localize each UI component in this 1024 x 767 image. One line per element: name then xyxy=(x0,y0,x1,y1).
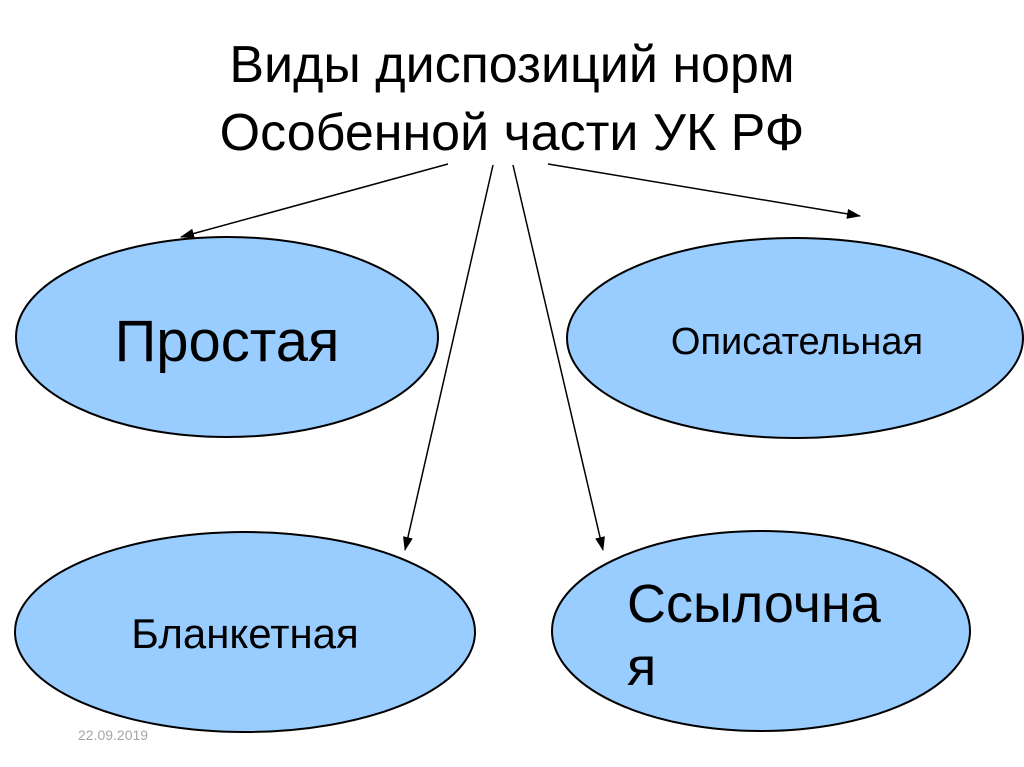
node-reference-label-line-1: Ссылочна xyxy=(627,574,882,634)
node-blanket-label: Бланкетная xyxy=(131,610,359,657)
node-simple-shape xyxy=(15,236,439,438)
node-reference-label-line-2: я xyxy=(627,637,656,697)
node-blanket-shape xyxy=(14,531,476,733)
node-descriptive: Описательная xyxy=(566,237,1024,439)
arrow-to-blanket xyxy=(403,164,494,551)
node-reference: Ссылочна я xyxy=(551,530,971,732)
node-descriptive-shape xyxy=(566,237,1024,439)
node-reference-shape xyxy=(551,530,971,732)
node-simple-label: Простая xyxy=(115,309,340,374)
node-simple: Простая xyxy=(15,236,439,438)
arrow-to-reference xyxy=(512,164,605,551)
arrow-to-descriptive xyxy=(547,163,861,219)
arrow-to-simple xyxy=(180,163,449,239)
node-descriptive-label: Описательная xyxy=(671,321,923,363)
title-line-1: Виды диспозиций норм xyxy=(229,36,794,94)
title-line-2: Особенной части УК РФ xyxy=(220,104,805,162)
node-blanket: Бланкетная xyxy=(14,531,476,733)
footer-date: 22.09.2019 xyxy=(78,727,148,743)
